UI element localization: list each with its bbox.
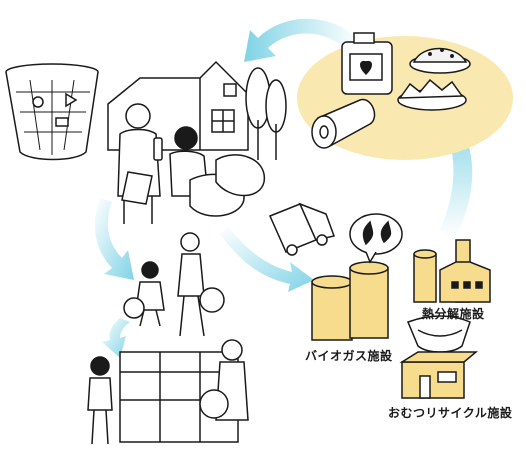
trash-bin-icon — [5, 63, 99, 161]
diaper-icon — [407, 315, 471, 353]
thermal-decomposition-facility-label: 熱分解施設 — [422, 307, 485, 321]
recycled-products — [297, 32, 513, 160]
flow-arrow-products-to-house — [244, 18, 360, 62]
family-sorting-waste-icon — [117, 103, 265, 224]
factory-icon — [413, 239, 491, 303]
fertilizer-container-icon — [341, 32, 393, 95]
biogas-tank-icon — [311, 261, 389, 341]
paper-roll-icon — [311, 98, 376, 149]
flow-arrow-walk-to-store — [102, 318, 130, 358]
walking-family-icon — [123, 232, 225, 337]
garbage-truck-icon — [268, 202, 335, 256]
flake-bowl-icon — [397, 78, 467, 111]
pellet-bowl-icon — [409, 47, 471, 74]
flow-arrow-home-to-walk — [94, 198, 134, 280]
biogas-facility-label: バイオガス施設 — [305, 349, 393, 363]
flame-drops-icon — [349, 213, 403, 264]
flow-arrow-home-to-biogas — [220, 226, 314, 292]
store-collection-box-icon — [87, 339, 249, 445]
diaper-recycling-building-icon — [399, 351, 479, 399]
tree-icon — [245, 67, 287, 160]
diaper-recycling-facility-label: おむつリサイクル施設 — [388, 406, 513, 420]
